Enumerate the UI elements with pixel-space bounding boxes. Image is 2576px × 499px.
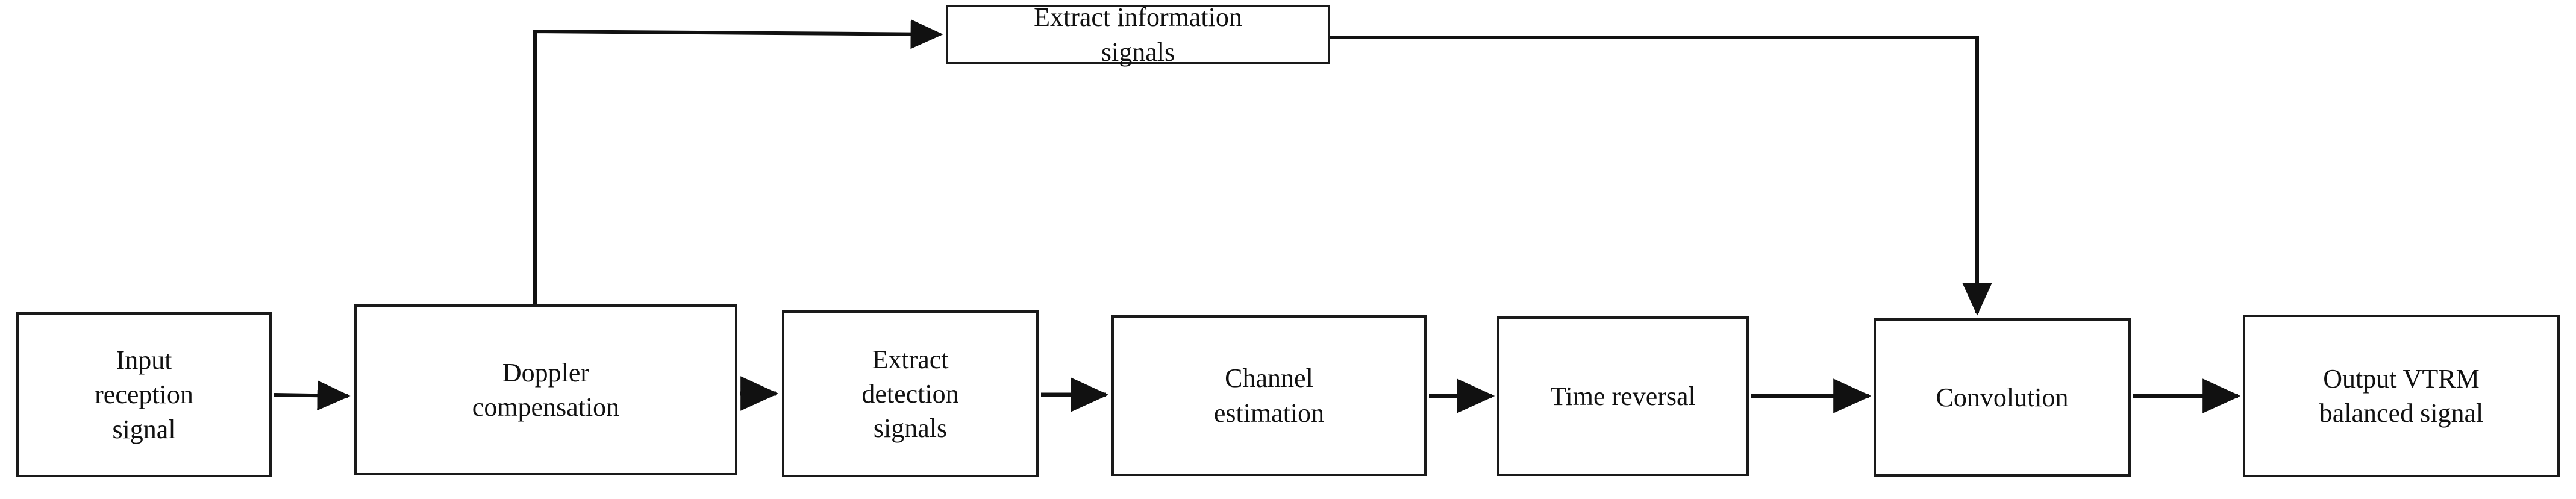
edge-extract-information-to-convolution: [1330, 36, 1992, 316]
node-output-vtrm-balanced-signal[interactable]: Output VTRM balanced signal: [2243, 315, 2560, 477]
node-label-doppler-compensation: Doppler compensation: [472, 357, 620, 422]
node-channel-estimation[interactable]: Channel estimation: [1111, 315, 1427, 476]
node-extract-information-signals[interactable]: Extract information signals: [946, 2, 1330, 67]
node-label-input-reception-signal: Input reception signal: [95, 345, 193, 444]
node-doppler-compensation[interactable]: Doppler compensation: [354, 304, 737, 475]
node-label-channel-estimation: Channel estimation: [1213, 363, 1325, 428]
node-label-extract-detection-signals: Extract detection signals: [861, 344, 959, 444]
node-label-convolution: Convolution: [1936, 382, 2069, 412]
node-label-output-vtrm-balanced-signal: Output VTRM balanced signal: [2319, 363, 2484, 428]
node-label-time-reversal: Time reversal: [1550, 381, 1696, 411]
node-convolution[interactable]: Convolution: [1874, 318, 2131, 477]
edge-doppler-to-extract-information: [533, 19, 943, 304]
edge-input-to-doppler: [274, 380, 351, 410]
node-time-reversal[interactable]: Time reversal: [1497, 316, 1749, 476]
node-input-reception-signal[interactable]: Input reception signal: [16, 312, 272, 477]
node-extract-detection-signals[interactable]: Extract detection signals: [782, 310, 1039, 477]
node-label-extract-information-signals: Extract information signals: [1034, 2, 1242, 67]
